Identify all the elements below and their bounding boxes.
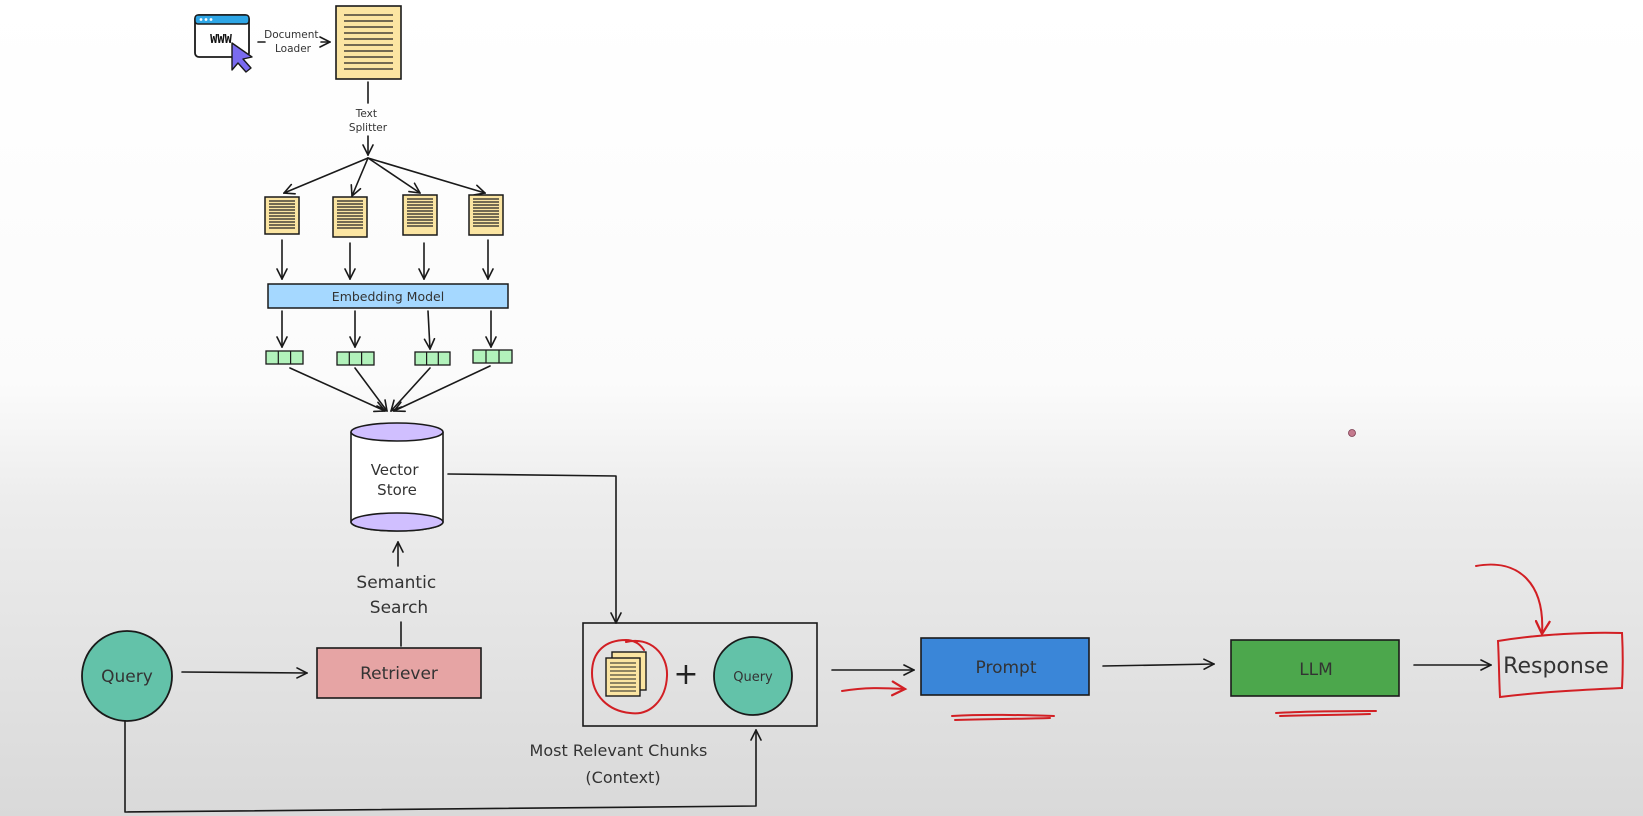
llm-box: LLM (1230, 639, 1400, 697)
query-label: Query (101, 667, 153, 687)
svg-text:Text Splitter: Text Splitter (349, 108, 388, 134)
semantic-search-label-2: Search (370, 598, 428, 618)
document-loader-label-2: Loader (275, 43, 312, 55)
response-box: Response (1496, 631, 1624, 699)
svg-text:Most Relevant Chunks (Cont: Most Relevant Chunks (Context) (530, 741, 713, 787)
vector-embedding-icon (414, 351, 451, 366)
red-arrow-annotation (841, 688, 905, 691)
red-circle-annotation (590, 638, 669, 715)
llm-label: LLM (1299, 660, 1333, 680)
vector-store-cylinder: Vector Store (350, 422, 444, 532)
embedding-model-box: Embedding Model (267, 283, 509, 309)
context-caption-line-1: Most Relevant Chunks (530, 741, 708, 760)
context-query-node (713, 636, 793, 716)
prompt-label: Prompt (976, 658, 1037, 678)
chunk-document-icon (332, 196, 368, 238)
chunk-document-icon (468, 194, 504, 236)
chunk-document-icon (402, 194, 438, 236)
vector-embedding-icon (472, 349, 513, 364)
svg-text:Vector Store: Vector Store (371, 461, 424, 499)
svg-text:Document Loader: Document Loader (264, 29, 322, 55)
svg-text:Semantic Search: Semantic Search (356, 573, 441, 618)
red-underline-annotation (951, 713, 1055, 721)
context-query-label: Query (733, 670, 773, 685)
vector-embedding-icon (265, 350, 304, 365)
retrieved-chunks-icon (605, 651, 647, 697)
chunk-document-icon (264, 196, 300, 235)
query-node: Query (81, 630, 173, 722)
cursor-icon (231, 42, 253, 73)
plus-sign: + (673, 657, 698, 692)
embedding-model-label: Embedding Model (332, 289, 444, 304)
www-browser-icon: WWW (194, 14, 250, 58)
retriever-box: Retriever (316, 647, 482, 699)
source-document-icon (335, 5, 402, 80)
text-splitter-label-2: Splitter (349, 122, 388, 134)
vector-store-label-1: Vector (371, 461, 420, 479)
text-splitter-label-1: Text (355, 108, 377, 120)
retriever-label: Retriever (360, 664, 438, 684)
vector-embedding-icon (336, 351, 375, 366)
red-underline-annotation (1275, 710, 1377, 717)
semantic-search-label-1: Semantic (356, 573, 436, 593)
red-curved-arrow-annotation (1475, 563, 1542, 634)
document-loader-label-1: Document (264, 29, 318, 41)
response-label: Response (1503, 654, 1609, 679)
context-box: + Query (582, 622, 818, 727)
pointer-dot (1348, 429, 1356, 437)
www-label: WWW (210, 32, 232, 46)
context-caption-line-2: (Context) (585, 768, 660, 787)
vector-store-label-2: Store (377, 481, 417, 499)
prompt-box: Prompt (920, 637, 1090, 696)
